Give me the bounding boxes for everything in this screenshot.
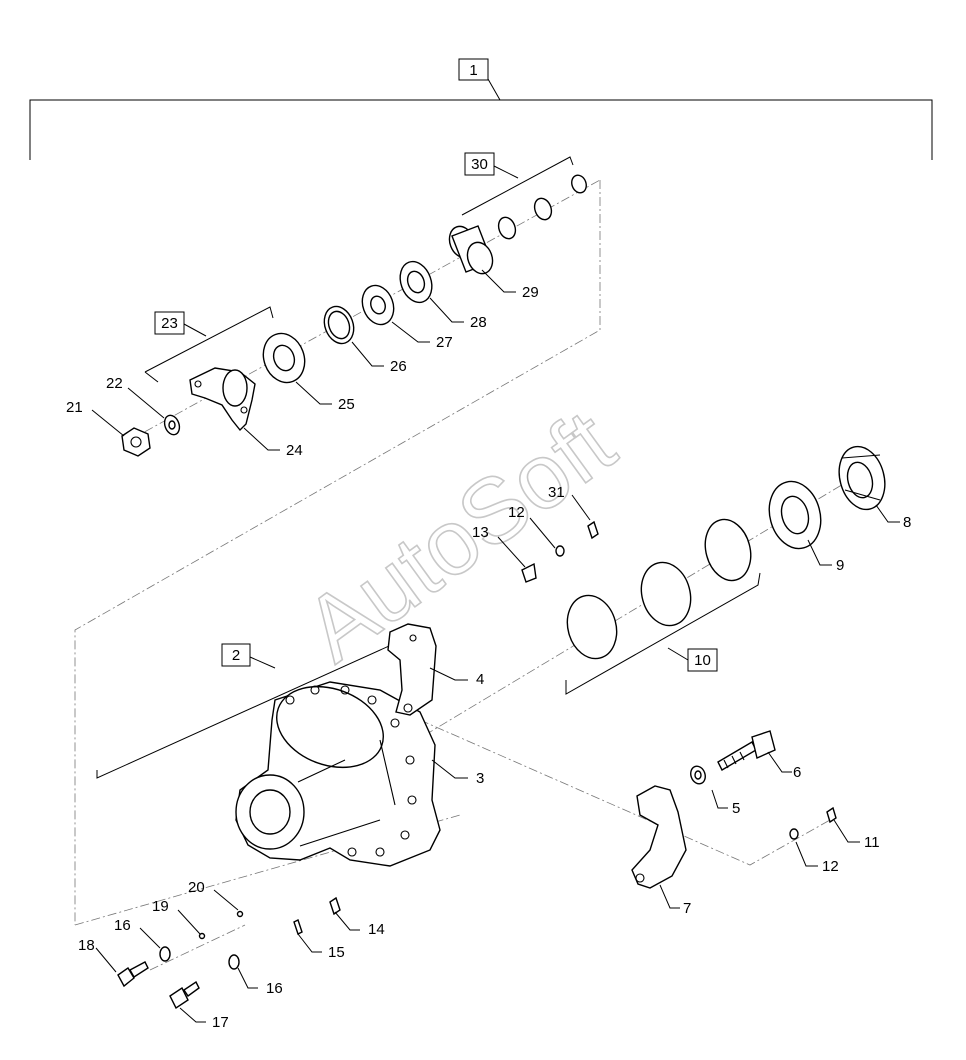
part-12-washer-lower (789, 828, 799, 840)
part-9-bearing-cup (768, 480, 822, 550)
callout-3: 3 (476, 770, 484, 787)
assembly-label-box-23 (154, 311, 185, 335)
callout-26: 26 (390, 358, 407, 375)
part-27-shim (361, 284, 395, 326)
part-17-grease-fitting (169, 980, 200, 1010)
assembly-label-box-10 (687, 648, 718, 672)
assembly-label-2: 2 (232, 647, 240, 664)
part-24-flange-yoke (189, 367, 256, 432)
callout-12-upper: 12 (508, 504, 525, 521)
callout-13: 13 (472, 524, 489, 541)
callout-labels: 3 4 5 6 7 8 9 11 12 12 13 14 15 16 16 17… (66, 284, 911, 1031)
assembly-label-box-2 (221, 643, 251, 667)
part-30-rings (497, 174, 587, 240)
part-16-ring-lower (228, 954, 240, 970)
part-10-rings (566, 518, 752, 660)
part-14-fitting (329, 896, 341, 916)
part-11-screw (826, 806, 837, 824)
callout-7: 7 (683, 900, 691, 917)
part-13-clip (521, 562, 537, 583)
part-15-fitting (293, 919, 303, 935)
callout-27: 27 (436, 334, 453, 351)
callout-6: 6 (793, 764, 801, 781)
assembly-1-bracket: 1 (29, 58, 933, 160)
part-22-washer (163, 414, 181, 436)
part-7-bracket (631, 785, 687, 889)
part-19-fitting (198, 932, 206, 940)
assembly-23-bracket: 23 (144, 306, 274, 383)
assembly-label-box-1 (458, 58, 489, 81)
assembly-label-30: 30 (471, 156, 488, 173)
part-4-bracket (387, 623, 437, 716)
callout-4: 4 (476, 671, 484, 688)
callout-29: 29 (522, 284, 539, 301)
part-8-bearing-cone (838, 445, 886, 511)
callout-16-lower: 16 (266, 980, 283, 997)
callout-14: 14 (368, 921, 385, 938)
part-5-washer (690, 765, 706, 785)
callout-9: 9 (836, 557, 844, 574)
callout-15: 15 (328, 944, 345, 961)
part-6-bolt (717, 730, 776, 771)
callout-18: 18 (78, 937, 95, 954)
callout-16-upper: 16 (114, 917, 131, 934)
part-20-fitting (236, 910, 244, 918)
assembly-30-bracket: 30 (461, 152, 574, 216)
callout-21: 21 (66, 399, 83, 416)
callout-28: 28 (470, 314, 487, 331)
assembly-label-1: 1 (469, 62, 477, 79)
callout-12-lower: 12 (822, 858, 839, 875)
callout-24: 24 (286, 442, 303, 459)
part-31-pin (587, 520, 599, 540)
callout-31: 31 (548, 484, 565, 501)
part-25-seal (262, 332, 306, 384)
callout-11: 11 (864, 834, 880, 851)
part-29-bearing-cup (448, 225, 494, 275)
part-26-ring (323, 305, 355, 345)
assembly-label-box-30 (464, 152, 495, 176)
callout-22: 22 (106, 375, 123, 392)
assembly-2-bracket: 2 (96, 631, 421, 779)
callout-19: 19 (152, 898, 169, 915)
leader-lines (91, 269, 900, 1023)
part-21-nut (121, 427, 151, 457)
part-16-ring-upper (159, 946, 171, 962)
callout-17: 17 (212, 1014, 229, 1031)
callout-25: 25 (338, 396, 355, 413)
assembly-label-23: 23 (161, 315, 178, 332)
assembly-10-bracket: 10 (565, 572, 761, 695)
part-18-grease-fitting (117, 961, 149, 988)
callout-20: 20 (188, 879, 205, 896)
part-12-washer-upper (555, 545, 565, 557)
callout-5: 5 (732, 800, 740, 817)
part-3-hub-housing (235, 681, 441, 867)
assembly-label-10: 10 (694, 652, 711, 669)
callout-8: 8 (903, 514, 911, 531)
part-28-bearing-cone (399, 260, 433, 304)
